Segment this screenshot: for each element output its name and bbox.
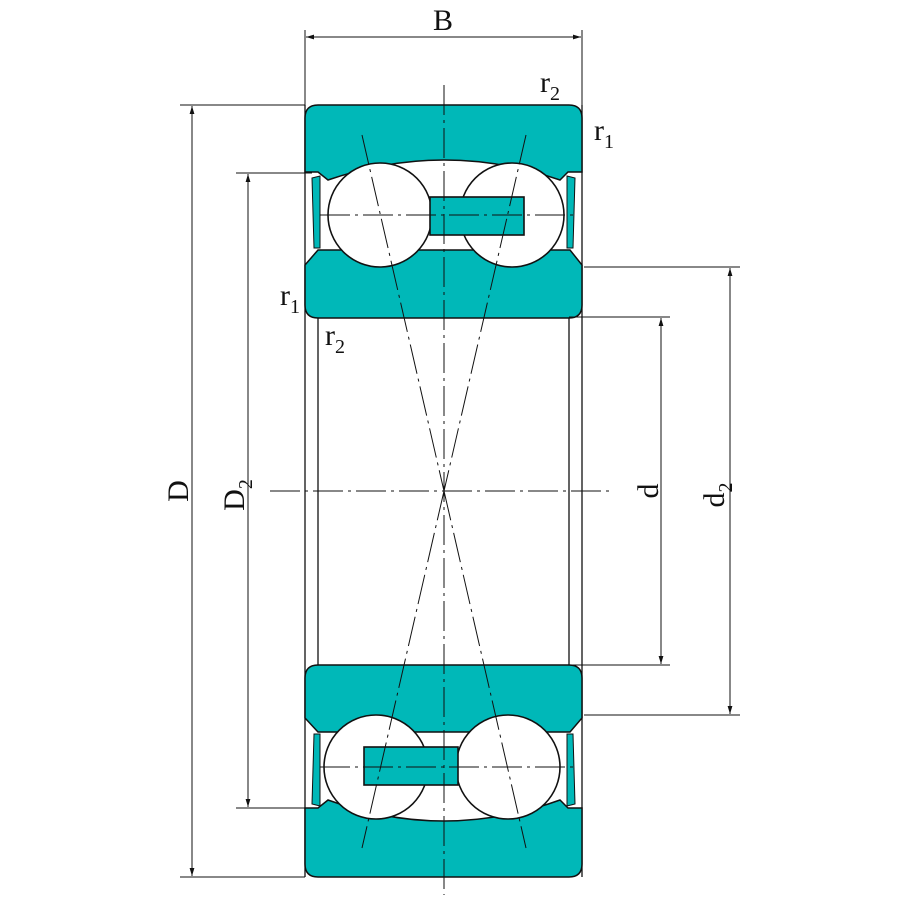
cage-top bbox=[429, 196, 525, 236]
label-d: d bbox=[632, 484, 665, 499]
cage-bottom bbox=[363, 746, 459, 786]
label-r2-top: r2 bbox=[540, 66, 560, 105]
label-r1-left: r1 bbox=[280, 279, 300, 318]
labels: B r2 r1 r1 r2 D D2 d d2 bbox=[162, 4, 737, 511]
label-r2-left: r2 bbox=[325, 319, 345, 358]
center-lines bbox=[270, 85, 610, 895]
label-r1-top: r1 bbox=[594, 114, 614, 153]
dimension-lines bbox=[180, 30, 740, 878]
label-d2: d2 bbox=[698, 483, 737, 508]
label-D: D bbox=[162, 480, 195, 502]
label-B: B bbox=[433, 4, 453, 37]
label-D2: D2 bbox=[218, 479, 257, 511]
